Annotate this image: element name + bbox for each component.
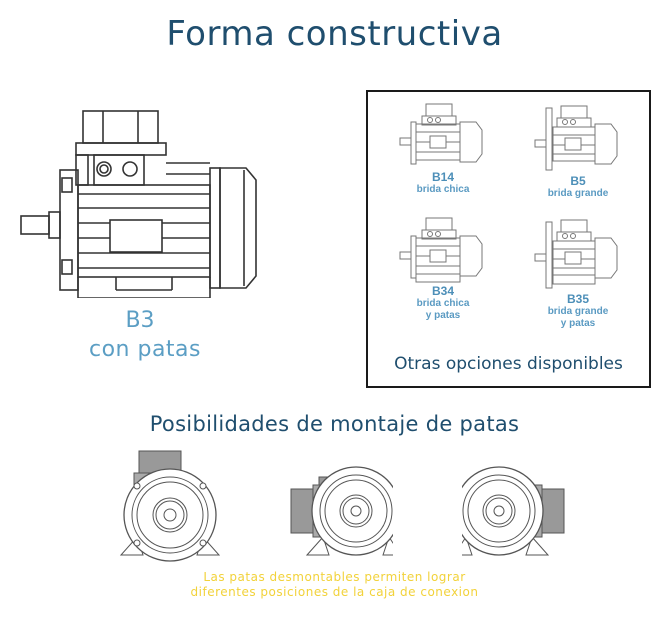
option-code: B5 (570, 174, 586, 188)
option-code: B14 (431, 170, 454, 184)
feet-mounting-note: Las patas desmontables permiten lograr d… (0, 570, 669, 600)
option-b14: B14 brida chica (388, 102, 498, 196)
option-description: brida grande (547, 306, 609, 317)
option-description: brida chica (416, 184, 470, 195)
option-code: B35 (566, 292, 589, 306)
other-options-caption: Otras opciones disponibles (394, 354, 623, 374)
motor-small-flange-feet-icon (399, 217, 483, 283)
option-description: brida grande (547, 188, 609, 199)
option-b34: B34 brida chica y patas (388, 216, 498, 322)
motor-small-flange-icon (399, 103, 483, 165)
motor-side-view-icon (20, 110, 257, 298)
option-description-line2: y patas (425, 310, 461, 321)
motor-large-flange-icon (534, 105, 618, 171)
feet-mounting-title: Posibilidades de montaje de patas (149, 412, 520, 436)
motor-front-box-right-icon (462, 466, 565, 556)
note-line-2: diferentes posiciones de la caja de cone… (190, 585, 479, 599)
note-line-1: Las patas desmontables permiten lograr (203, 570, 466, 584)
main-mount-description: con patas (88, 337, 201, 362)
other-options-panel: B14 brida chica B5 brida grande (366, 90, 651, 388)
option-b35: B35 brida grande y patas (518, 216, 638, 330)
motor-large-flange-feet-icon (534, 219, 618, 289)
option-description-line2: y patas (560, 318, 596, 329)
motor-front-box-top-icon (119, 450, 221, 562)
motor-front-box-left-icon (290, 466, 393, 556)
page-title: Forma constructiva (166, 14, 503, 54)
option-description: brida chica (416, 298, 470, 309)
option-b5: B5 brida grande (518, 102, 638, 200)
main-mount-code: B3 (125, 308, 155, 333)
option-code: B34 (431, 284, 454, 298)
